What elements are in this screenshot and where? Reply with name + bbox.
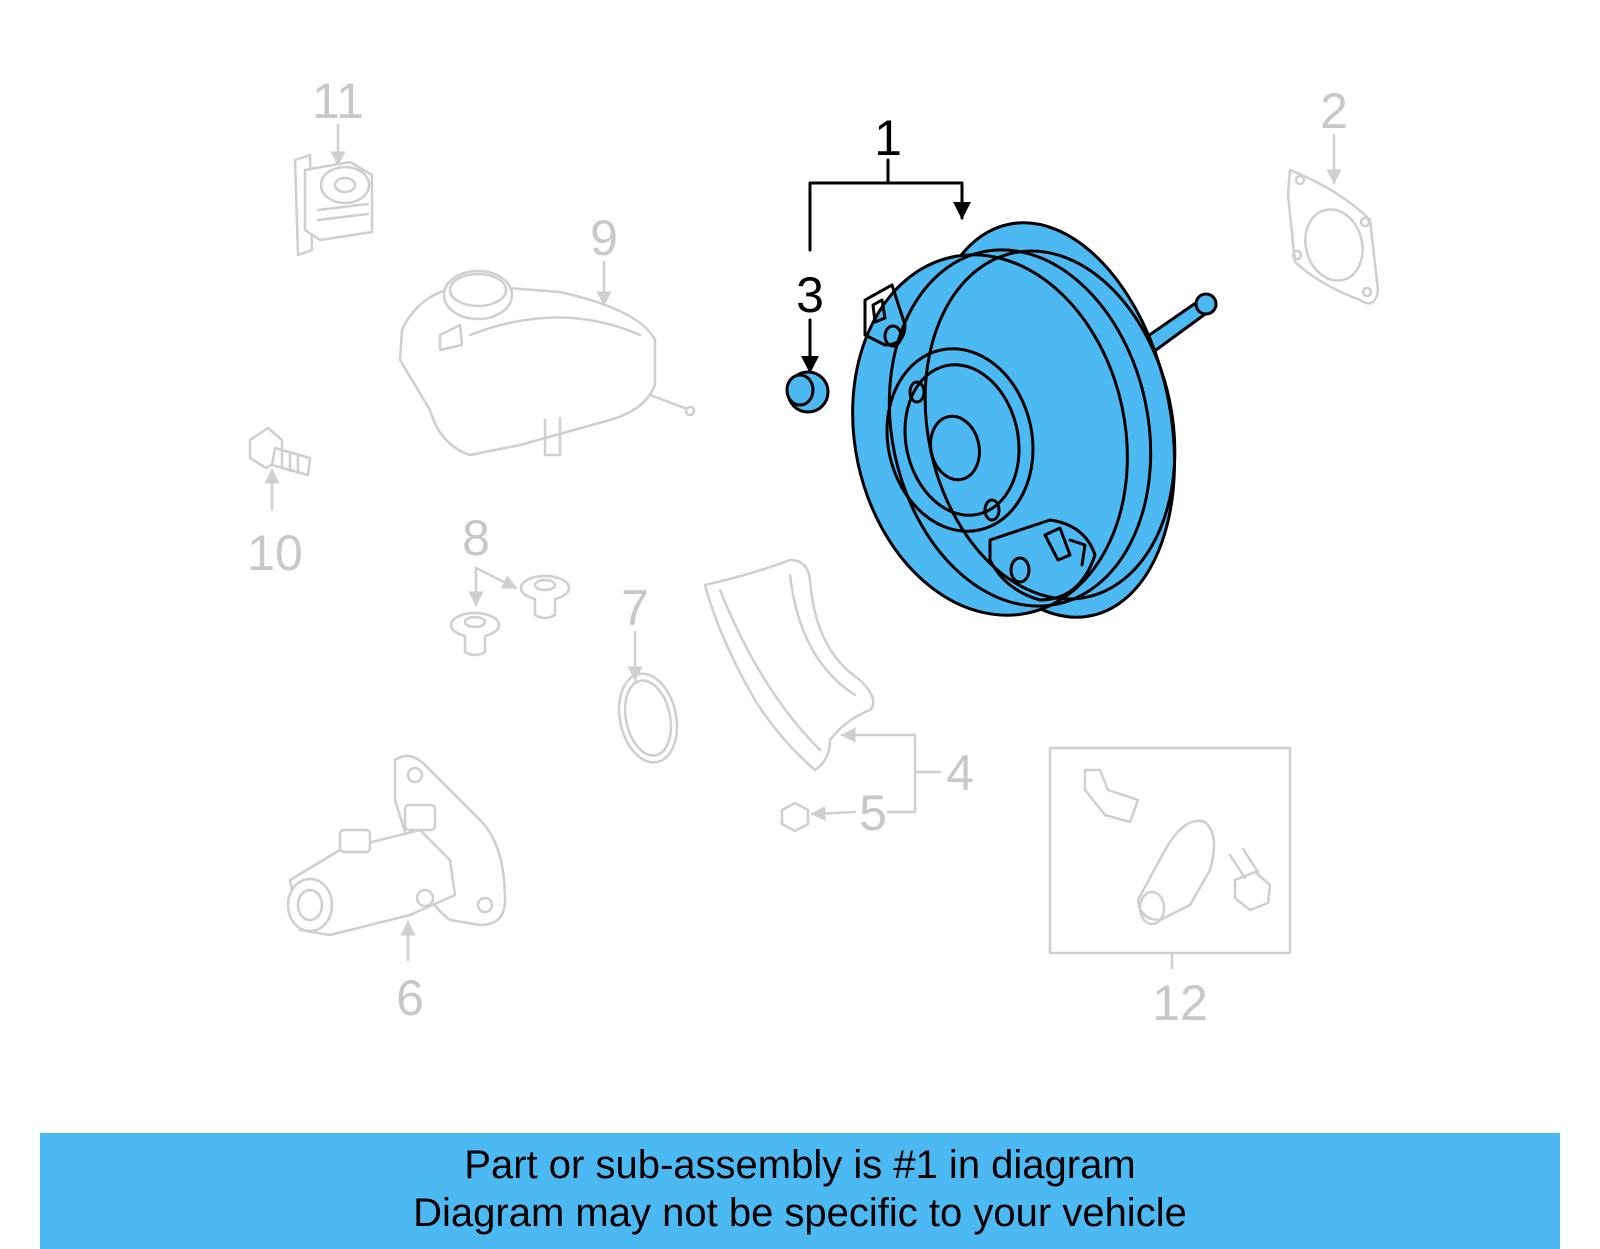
banner-line-1: Part or sub-assembly is #1 in diagram <box>464 1143 1136 1187</box>
callout-4: 4 <box>946 745 974 801</box>
part-9-reservoir[interactable]: 9 <box>398 210 696 457</box>
callout-7: 7 <box>621 580 649 636</box>
callout-10: 10 <box>247 525 303 581</box>
part-8-grommets[interactable]: 8 <box>449 510 571 657</box>
callout-5: 5 <box>859 785 887 841</box>
callout-1-bracket <box>808 181 971 252</box>
part-10-bolt[interactable]: 10 <box>247 426 312 581</box>
callout-8: 8 <box>462 510 490 566</box>
callout-6: 6 <box>396 970 424 1026</box>
callout-11: 11 <box>312 73 364 129</box>
part-1-brake-booster[interactable]: 1 <box>808 110 1218 641</box>
callout-9: 9 <box>590 210 618 266</box>
part-12-sensor-kit[interactable]: 12 <box>1048 746 1292 1031</box>
callout-8-arrow-b <box>474 566 518 590</box>
callout-2: 2 <box>1320 83 1348 139</box>
parts-diagram: 11 9 10 8 <box>247 73 1380 1031</box>
part-6-master-cylinder[interactable]: 6 <box>286 754 507 1026</box>
part-7-o-ring[interactable]: 7 <box>611 580 684 768</box>
callout-1: 1 <box>874 110 902 166</box>
callout-12: 12 <box>1152 975 1208 1031</box>
part-11-bushing-bracket[interactable]: 11 <box>293 73 374 257</box>
part-2-gasket[interactable]: 2 <box>1286 83 1380 305</box>
callout-5-arrow <box>810 805 857 821</box>
info-banner: Part or sub-assembly is #1 in diagram Di… <box>40 1133 1560 1249</box>
banner-line-2: Diagram may not be specific to your vehi… <box>413 1191 1187 1235</box>
part-5-nut[interactable]: 5 <box>780 785 917 841</box>
kit-box <box>1048 746 1292 955</box>
part-3-grommet[interactable]: 3 <box>785 267 830 414</box>
part-4-heat-shield[interactable]: 4 <box>703 558 974 814</box>
callout-3: 3 <box>796 267 824 323</box>
